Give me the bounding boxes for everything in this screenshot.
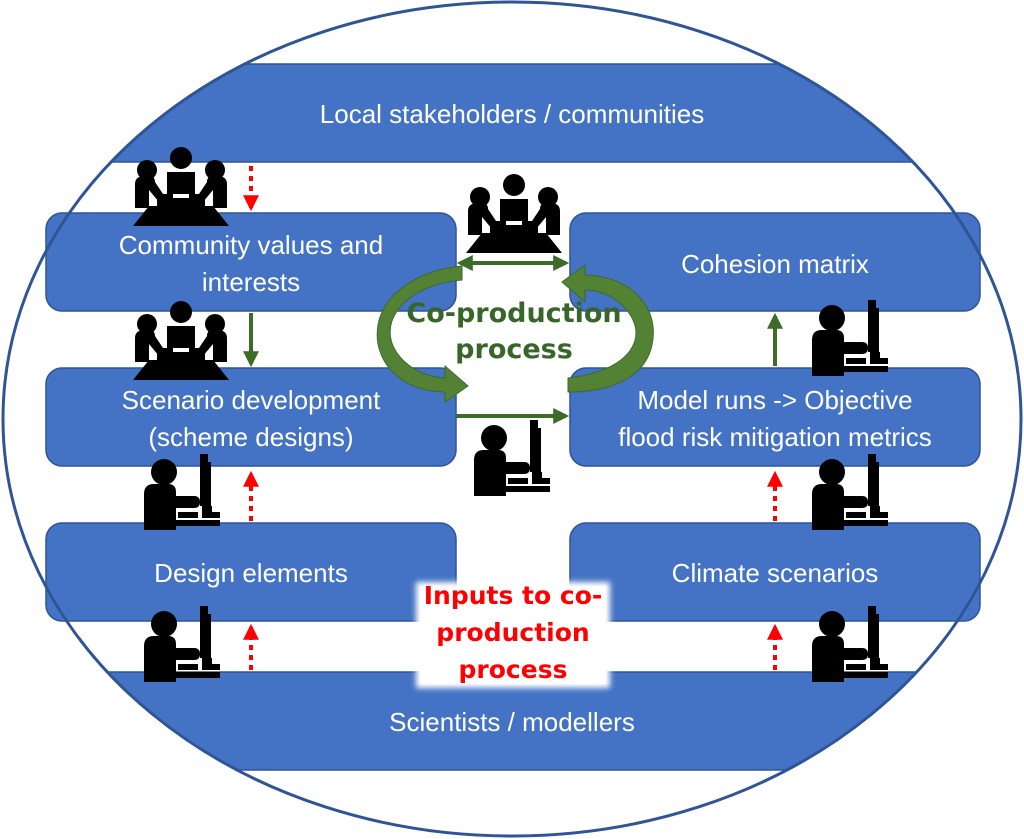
box-model-runs: Model runs -> Objective flood risk mitig… — [569, 367, 981, 467]
box-community-values: Community values and interests — [45, 212, 457, 312]
curved-arrow-left — [376, 265, 469, 403]
box-design-elements: Design elements — [45, 522, 457, 622]
box-community-values-line1: Community values and — [119, 230, 383, 260]
box-scenario-development: Scenario development (scheme designs) — [45, 367, 457, 467]
box-cohesion-matrix-label: Cohesion matrix — [681, 249, 869, 279]
box-model-runs-line1: Model runs -> Objective — [637, 385, 912, 415]
coproduction-line1: Co-production — [406, 298, 621, 329]
inputs-line3: process — [459, 655, 568, 684]
box-community-values-line2: interests — [202, 267, 300, 297]
box-model-runs-line2: flood risk mitigation metrics — [618, 422, 932, 452]
inputs-line2: production — [436, 618, 589, 647]
curved-arrow-right — [561, 264, 654, 393]
band-bottom-label: Scientists / modellers — [389, 707, 635, 737]
box-scenario-development-line1: Scenario development — [122, 385, 381, 415]
inputs-label-box: Inputs to co- production process — [416, 581, 610, 688]
box-climate-scenarios: Climate scenarios — [569, 522, 981, 622]
band-top-label: Local stakeholders / communities — [320, 99, 704, 129]
coproduction-line2: process — [455, 334, 573, 365]
box-climate-scenarios-label: Climate scenarios — [672, 558, 879, 588]
box-design-elements-label: Design elements — [154, 558, 348, 588]
box-cohesion-matrix: Cohesion matrix — [569, 212, 981, 312]
inputs-line1: Inputs to co- — [424, 581, 603, 610]
box-scenario-development-line2: (scheme designs) — [148, 422, 353, 452]
